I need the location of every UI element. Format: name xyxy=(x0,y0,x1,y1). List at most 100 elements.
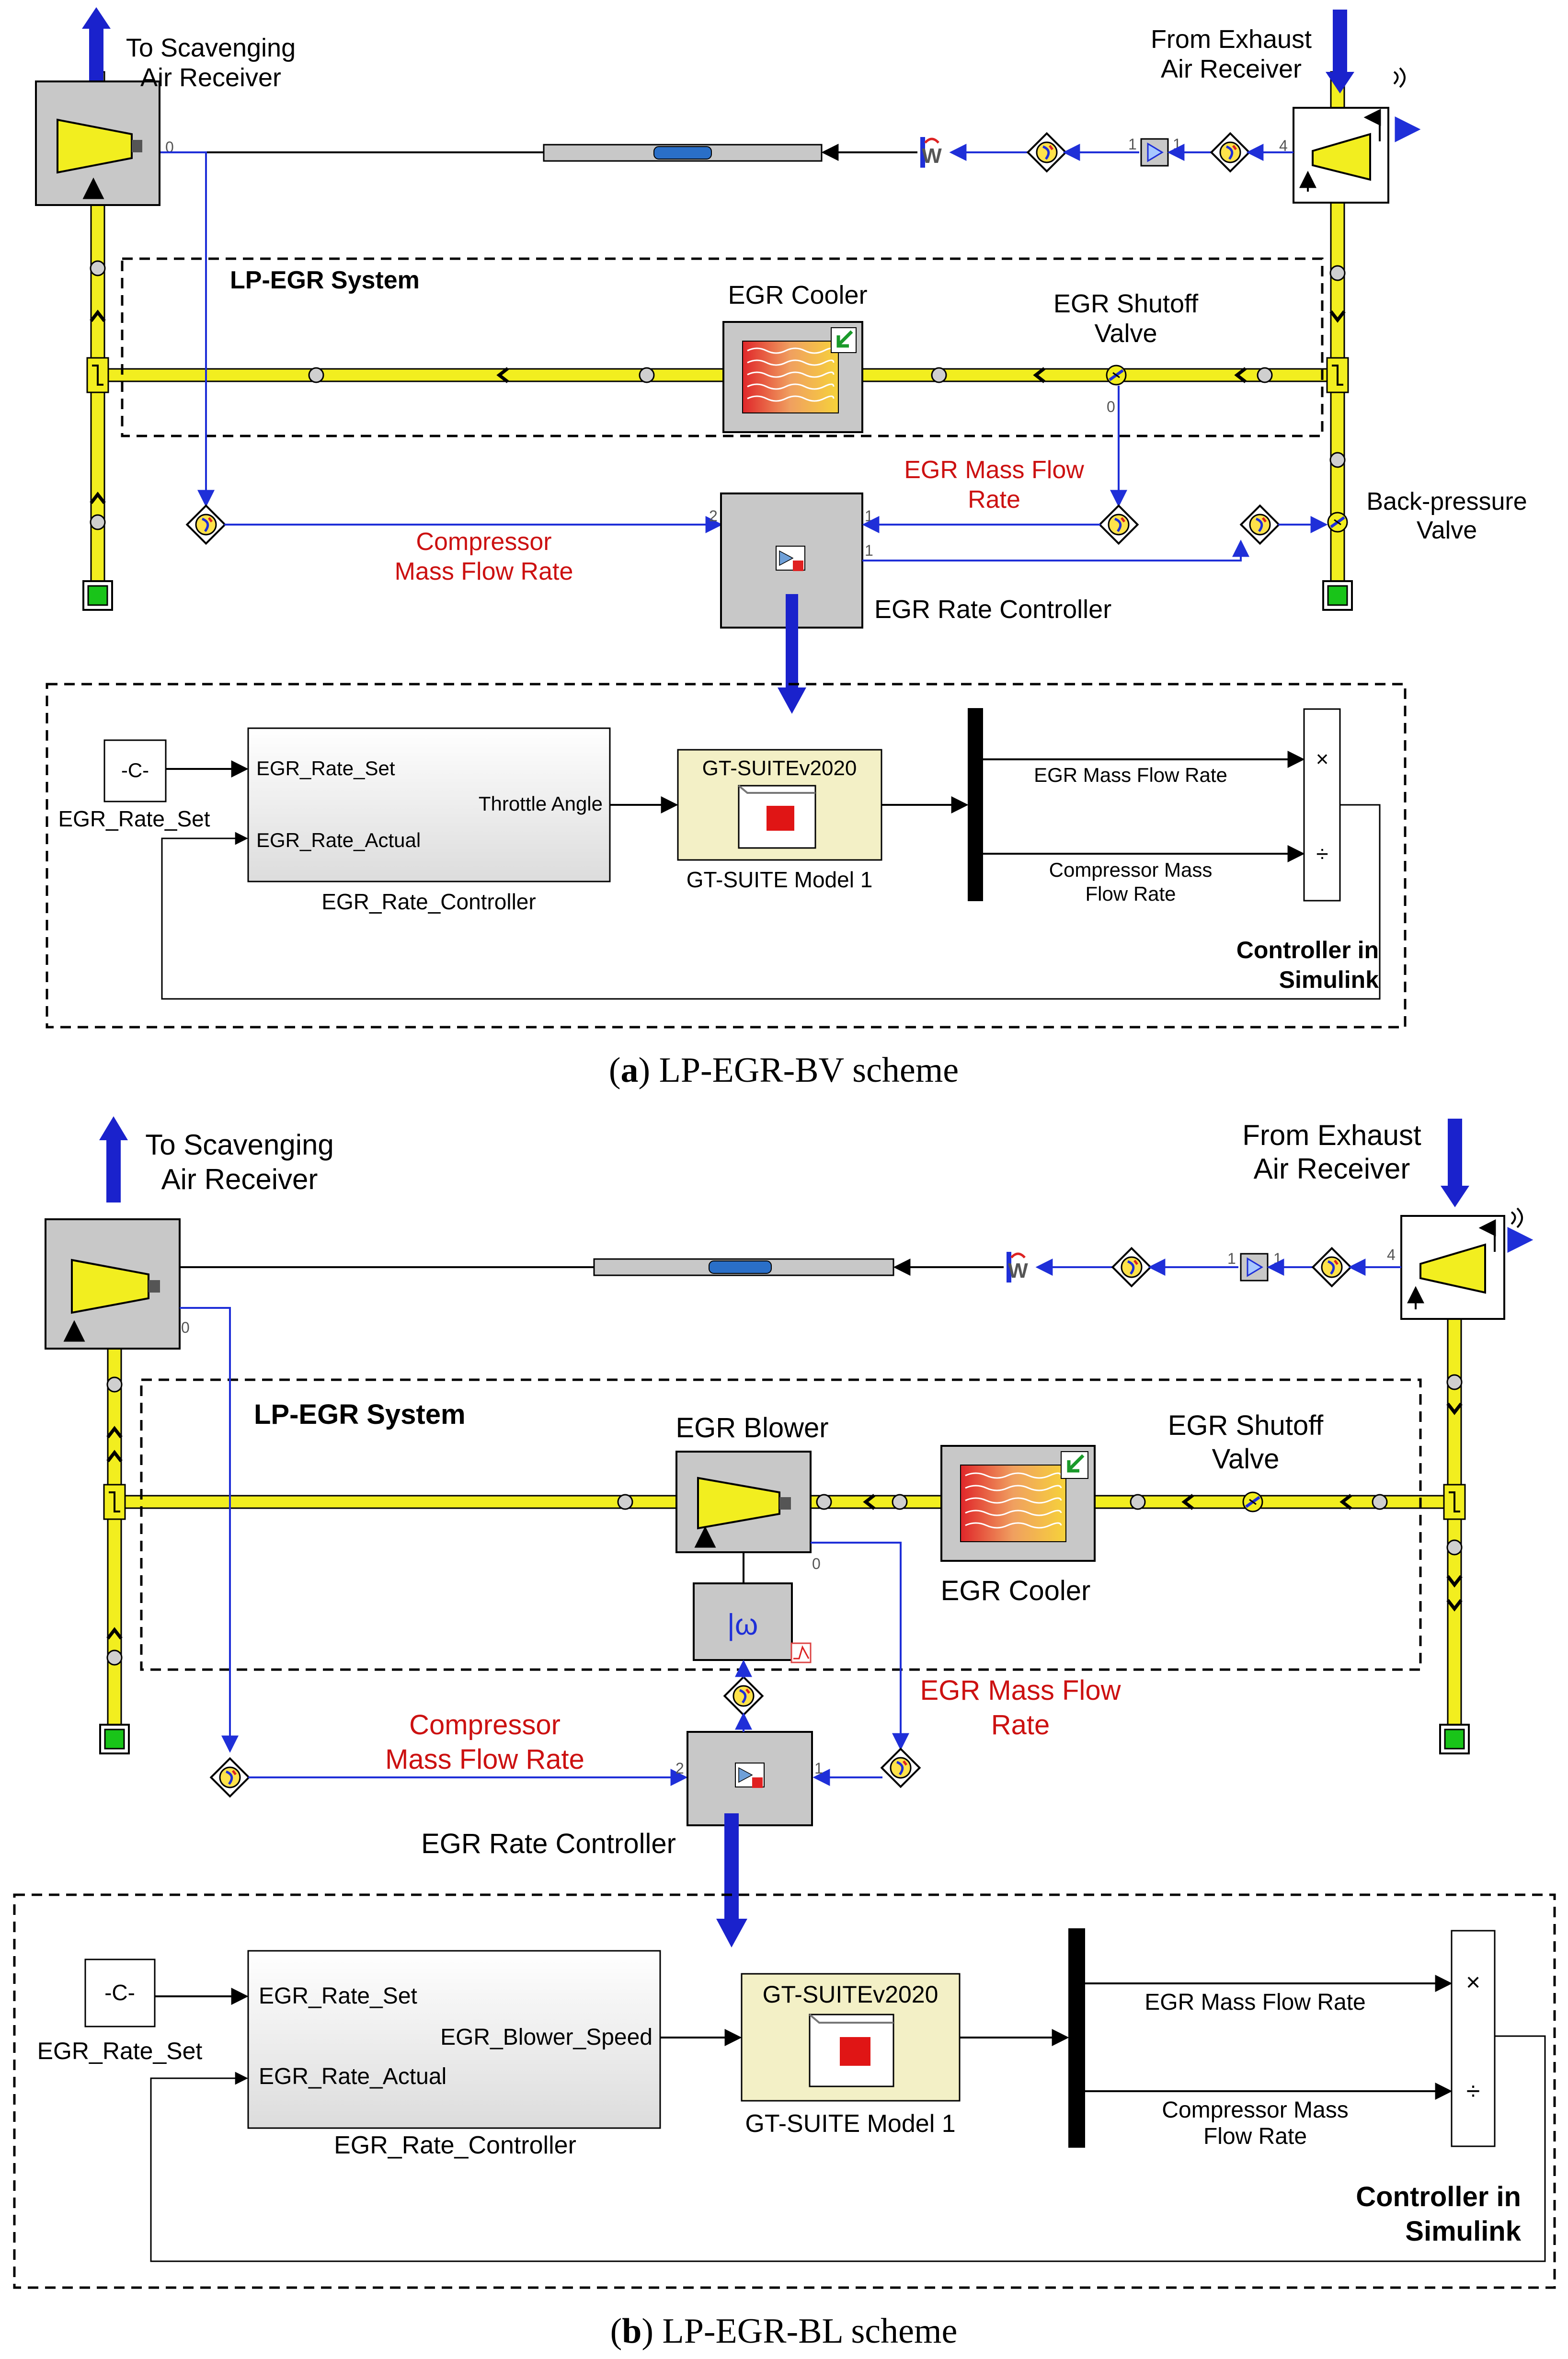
gt-suite-title: GT-SUITEv2020 xyxy=(763,1981,939,2008)
ground-icon xyxy=(82,580,113,611)
pipe-node-icon xyxy=(106,1649,123,1666)
panel-b: 0 4 1 1 To Scavenging Air Receive xyxy=(13,1116,1556,2351)
inlet-arrow-icon xyxy=(1441,1119,1469,1207)
signal-compressor-mass-flow-1: Compressor Mass xyxy=(1162,2097,1348,2123)
egr-rate-controller-label: EGR Rate Controller xyxy=(874,595,1111,624)
pipe-node-icon xyxy=(1130,1494,1146,1510)
controller-output: EGR_Blower_Speed xyxy=(440,2025,652,2050)
sensor-icon xyxy=(1313,1248,1351,1286)
pipe-icon xyxy=(593,1258,894,1276)
gt-suite-title: GT-SUITEv2020 xyxy=(702,756,857,780)
egr-cooler-block[interactable] xyxy=(722,321,863,433)
valve-icon[interactable] xyxy=(1243,1492,1262,1512)
compressor-block[interactable] xyxy=(45,1218,181,1350)
sensor-icon xyxy=(881,1749,919,1786)
signal-line xyxy=(811,1542,909,1751)
ground-icon xyxy=(1439,1724,1470,1754)
egr-rate-controller-subsystem[interactable]: EGR_Rate_Set EGR_Rate_Actual Throttle An… xyxy=(247,727,611,882)
caption-a-letter: a xyxy=(621,1051,639,1090)
egr-mass-flow-label-2: Rate xyxy=(991,1709,1050,1741)
from-exhaust-label-1: From Exhaust xyxy=(1151,25,1312,54)
controller-subsystem-name: EGR_Rate_Controller xyxy=(321,889,536,914)
compressor-mass-flow-label-2: Mass Flow Rate xyxy=(385,1744,584,1775)
divide-block[interactable]: × ÷ xyxy=(1451,1930,1496,2147)
lp-egr-system-label: LP-EGR System xyxy=(254,1399,466,1430)
controller-subsystem-name: EGR_Rate_Controller xyxy=(334,2131,576,2159)
speed-icon: |ω xyxy=(727,1608,758,1641)
signal-line xyxy=(862,539,1249,561)
simulink-box-title-1: Controller in xyxy=(1236,937,1379,963)
controller-input-2: EGR_Rate_Actual xyxy=(256,829,421,851)
port-controller-in-2: 2 xyxy=(709,507,718,525)
divide-block[interactable]: × ÷ xyxy=(1303,708,1341,902)
backpressure-valve-label-2: Valve xyxy=(1417,516,1477,544)
gain-icon xyxy=(1140,138,1169,167)
constant-block[interactable]: -C- xyxy=(84,1958,156,2027)
egr-blower-block[interactable] xyxy=(675,1451,812,1553)
caption-b-text: LP-EGR-BL scheme xyxy=(653,2312,957,2351)
controller-output: Throttle Angle xyxy=(479,792,603,815)
gain-icon xyxy=(1240,1253,1269,1282)
to-scavenging-label-1: To Scavenging xyxy=(126,34,296,62)
caption-a: (a) LP-EGR-BV scheme xyxy=(609,1051,959,1090)
egr-rate-controller-label: EGR Rate Controller xyxy=(421,1828,676,1859)
ground-icon xyxy=(99,1724,130,1754)
egr-cooler-label: EGR Cooler xyxy=(728,281,867,309)
signal-egr-mass-flow: EGR Mass Flow Rate xyxy=(1145,1990,1365,2015)
sensor-icon xyxy=(724,1677,762,1715)
pipe-node-icon xyxy=(617,1494,633,1510)
gt-suite-block[interactable]: GT-SUITEv2020 xyxy=(677,749,882,861)
compressor-icon xyxy=(71,1259,149,1314)
egr-blower-icon xyxy=(697,1477,780,1530)
port-turbine-in: 4 xyxy=(1279,137,1288,154)
orifice-icon xyxy=(1443,1484,1466,1520)
port-controller-out-1: 1 xyxy=(865,542,873,559)
egr-mass-flow-label-2: Rate xyxy=(968,486,1020,514)
sensor-icon xyxy=(1211,133,1249,171)
simulink-box-title-1: Controller in xyxy=(1356,2181,1521,2212)
valve-icon[interactable] xyxy=(1107,366,1126,385)
turbine-block[interactable] xyxy=(1400,1215,1505,1320)
signal-compressor-mass-flow-2: Flow Rate xyxy=(1203,2124,1307,2149)
demux-block[interactable] xyxy=(968,708,983,901)
outlet-arrow-icon xyxy=(82,7,111,91)
egr-cooler-block[interactable] xyxy=(940,1445,1096,1562)
pipe-node-icon xyxy=(1446,1539,1463,1556)
lp-egr-system-box xyxy=(121,257,1324,437)
port-turbine-in: 4 xyxy=(1387,1246,1396,1263)
valve-icon[interactable] xyxy=(1328,513,1347,532)
port-controller-in-1: 1 xyxy=(865,507,873,525)
egr-rate-controller-subsystem[interactable]: EGR_Rate_Set EGR_Rate_Actual EGR_Blower_… xyxy=(247,1950,661,2129)
signal-egr-mass-flow: EGR Mass Flow Rate xyxy=(1034,764,1227,786)
turbine-icon xyxy=(1419,1243,1486,1294)
egr-rate-controller-block[interactable] xyxy=(687,1731,813,1826)
sensor-icon xyxy=(1028,133,1065,171)
demux-block[interactable] xyxy=(1068,1928,1085,2148)
pipe-node-icon xyxy=(1372,1494,1388,1510)
compressor-block[interactable] xyxy=(35,80,160,206)
simulink-box-title-2: Simulink xyxy=(1405,2216,1521,2247)
port-controller-in-1: 1 xyxy=(814,1760,823,1777)
speed-block[interactable]: |ω xyxy=(693,1582,812,1663)
divide-symbol: ÷ xyxy=(1316,841,1328,866)
pipe-node-icon xyxy=(1329,265,1346,281)
constant-label: EGR_Rate_Set xyxy=(37,2038,203,2064)
port-gain-out: 1 xyxy=(1173,136,1181,153)
inlet-arrow-icon xyxy=(1326,10,1354,93)
turbine-block[interactable] xyxy=(1293,107,1389,204)
sensor-icon xyxy=(187,505,225,543)
shutoff-valve-label-1: EGR Shutoff xyxy=(1168,1410,1324,1441)
constant-block[interactable]: -C- xyxy=(103,739,167,802)
sensor-icon xyxy=(211,1758,249,1796)
orifice-icon xyxy=(86,357,109,393)
simulink-box-title-2: Simulink xyxy=(1279,966,1379,993)
pipe-node-icon xyxy=(106,1376,123,1393)
port-valve-out: 0 xyxy=(1107,398,1115,415)
gt-suite-block[interactable]: GT-SUITEv2020 xyxy=(741,1973,961,2102)
compressor-mass-flow-label-1: Compressor xyxy=(409,1709,561,1741)
pipe-node-icon xyxy=(639,367,655,383)
shutoff-valve-label-2: Valve xyxy=(1212,1443,1280,1475)
signal-compressor-mass-flow-1: Compressor Mass xyxy=(1049,859,1213,881)
pipe-icon xyxy=(543,144,823,162)
